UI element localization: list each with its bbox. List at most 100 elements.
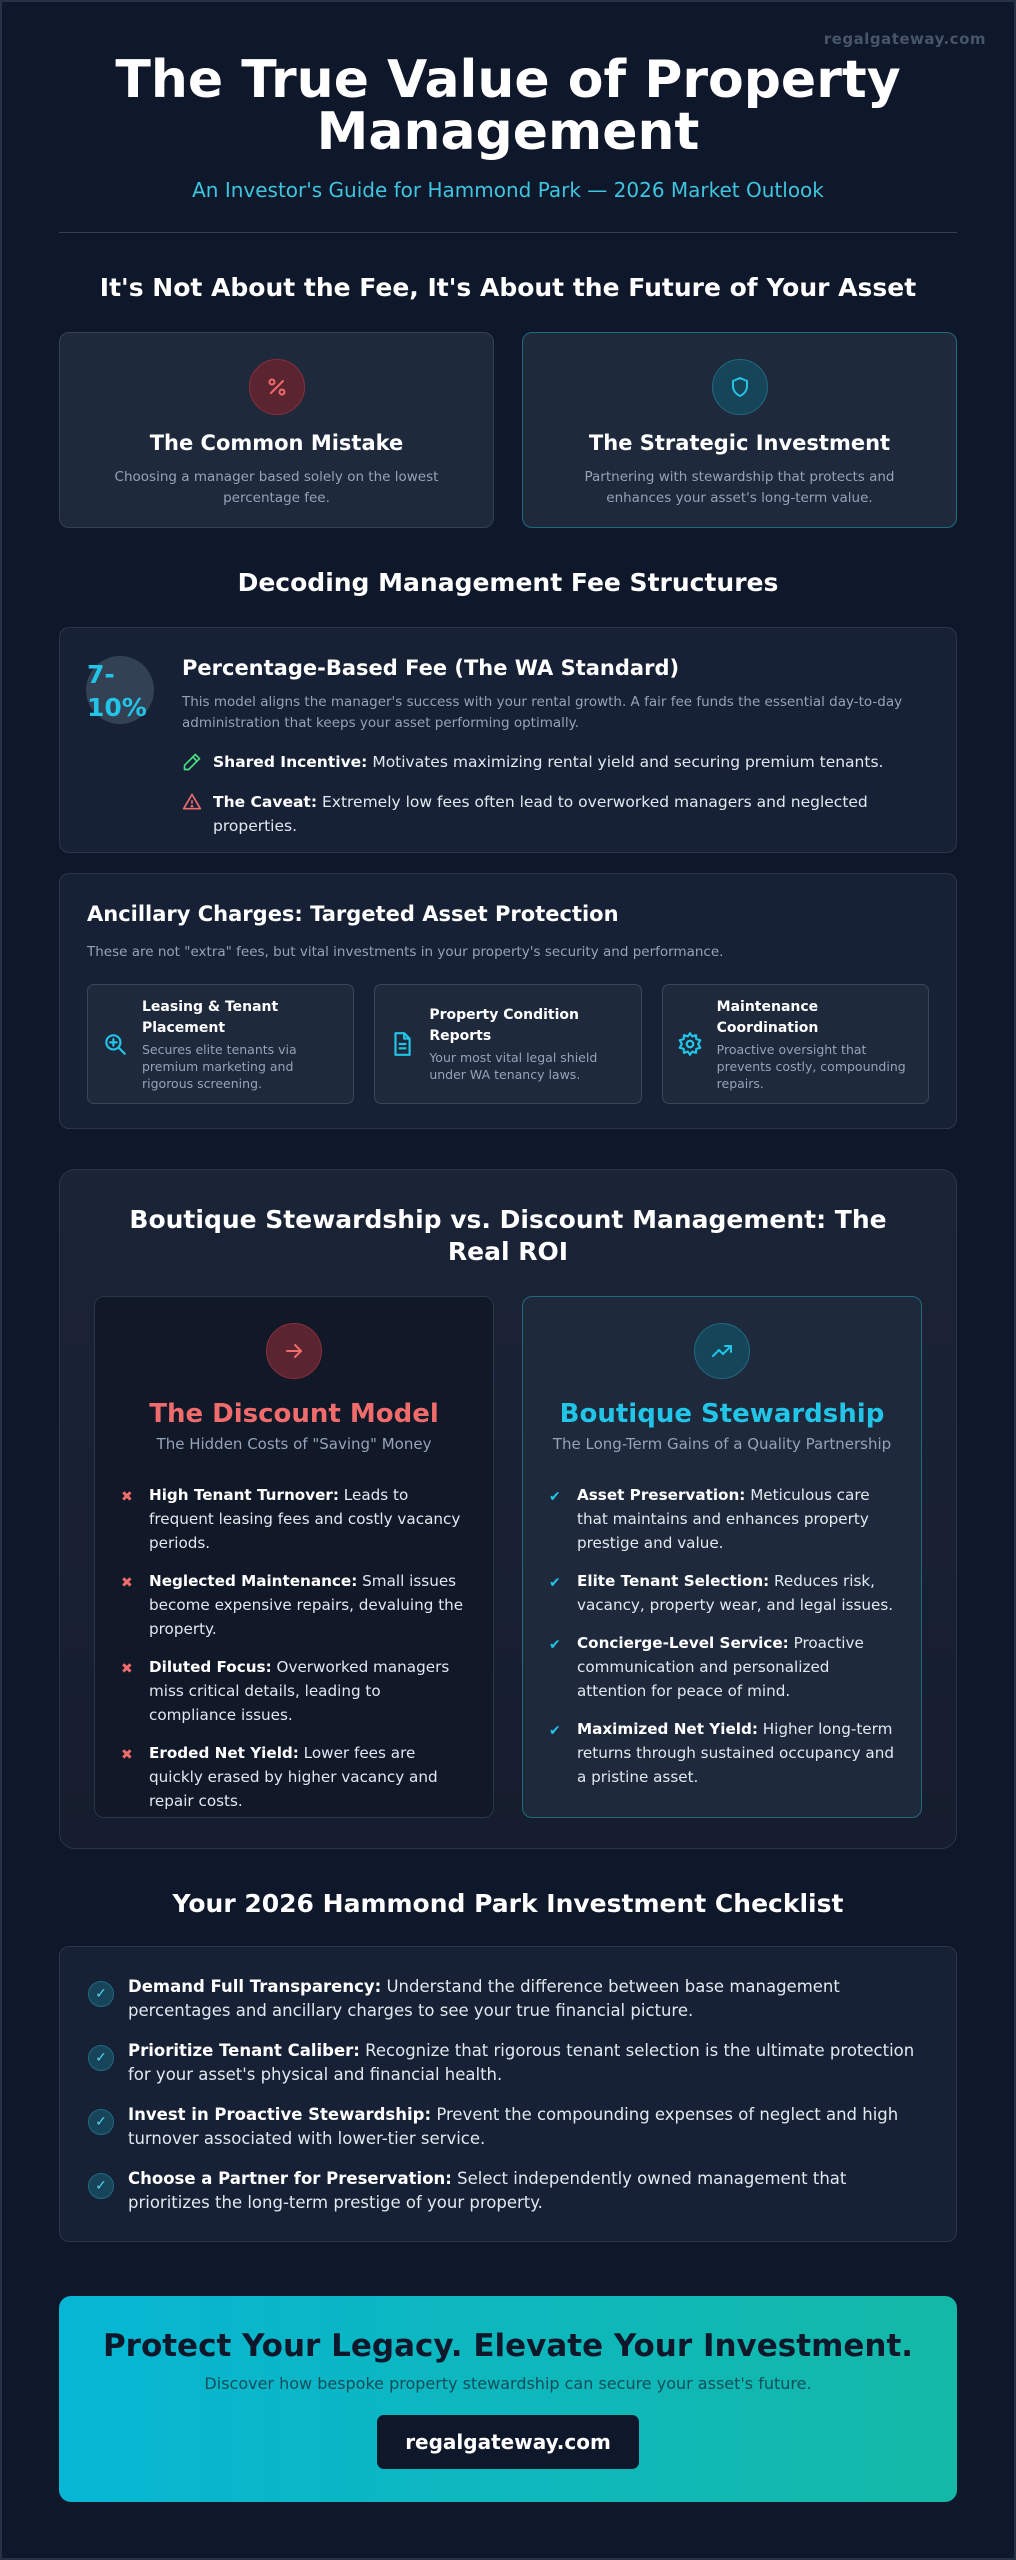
percentage-fee-panel: 7-10% Percentage-Based Fee (The WA Stand… [59, 627, 957, 853]
ancillary-item-maintenance: Maintenance Coordination Proactive overs… [661, 984, 929, 1104]
section-title-checklist: Your 2026 Hammond Park Investment Checkl… [172, 1889, 844, 1918]
cross-icon: ✖ [121, 1661, 133, 1677]
ancillary-text: Your most vital legal shield under WA te… [429, 1050, 598, 1082]
website-button[interactable]: regalgateway.com [377, 2415, 639, 2469]
item-text: Select independently owned management th… [128, 2169, 847, 2212]
card-description: Choosing a manager based solely on the l… [114, 469, 439, 506]
item-label: Demand Full Transparency: [128, 1977, 382, 1996]
percent-icon [248, 359, 305, 415]
discount-title: The Discount Model [149, 1399, 439, 1429]
ancillary-description: These are not "extra" fees, but vital in… [87, 944, 724, 960]
investment-checklist: ✓Demand Full Transparency: Understand th… [59, 1946, 957, 2242]
discount-model-column: The Discount Model The Hidden Costs of "… [94, 1296, 494, 1818]
cross-icon: ✖ [121, 1489, 133, 1505]
item-label: High Tenant Turnover: [149, 1486, 339, 1504]
section-title-fee-structures: Decoding Management Fee Structures [237, 568, 779, 597]
item-label: Invest in Proactive Stewardship: [128, 2105, 432, 2124]
cross-icon: ✖ [121, 1747, 133, 1763]
strategic-investment-card: The Strategic Investment Partnering with… [522, 332, 957, 528]
list-item: ✖ Eroded Net Yield: Lower fees are quickl… [121, 1741, 467, 1813]
item-text: Lower fees are quickly erased by higher … [149, 1744, 438, 1810]
shield-icon [711, 359, 768, 415]
check-icon: ✔ [549, 1575, 561, 1591]
item-label: Choose a Partner for Preservation: [128, 2169, 452, 2188]
header: The True Value of Property Management An… [2, 2, 1014, 202]
list-item: ✖Diluted Focus: Overworked managers miss… [121, 1655, 467, 1727]
arrow-right-icon [266, 1323, 322, 1379]
ancillary-item-condition-reports: Property Condition Reports Your most vit… [374, 984, 642, 1104]
list-item: ✖ High Tenant Turnover: Leads to frequent… [121, 1483, 467, 1555]
item-label: Concierge-Level Service: [577, 1634, 789, 1652]
point-text: Motivates maximizing rental yield and se… [367, 753, 884, 771]
check-icon: ✔ [549, 1723, 561, 1739]
item-text: Meticulous care that maintains and enhan… [577, 1486, 870, 1552]
item-label: Neglected Maintenance: [149, 1572, 358, 1590]
fee-badge-circle [86, 656, 154, 724]
item-label: Eroded Net Yield: [149, 1744, 299, 1762]
fee-point-caveat: The Caveat: Extremely low fees often lea… [182, 790, 926, 838]
item-label: Maximized Net Yield: [577, 1720, 758, 1738]
cross-icon: ✖ [121, 1575, 133, 1591]
item-text: Proactive communication and personalized… [577, 1634, 864, 1700]
check-icon: ✓ [88, 2109, 114, 2135]
list-item: ✖ Neglected Maintenance: Small issues bec… [121, 1569, 467, 1641]
item-text: Higher long-term returns through sustain… [577, 1720, 894, 1786]
check-icon: ✓ [88, 1981, 114, 2007]
section-title-fee-vs-future: It's Not About the Fee, It's About the F… [99, 273, 917, 302]
roi-columns: The Discount Model The Hidden Costs of "… [94, 1296, 922, 1818]
item-text: Small issues become expensive repairs, d… [149, 1572, 464, 1638]
list-item: ✔ Asset Preservation: Meticulous care tha… [549, 1483, 895, 1555]
common-mistake-card: The Common Mistake Choosing a manager ba… [59, 332, 494, 528]
header-divider [59, 232, 957, 233]
item-text: Reduces risk, vacancy, property wear, an… [577, 1572, 894, 1614]
list-item: ✔Concierge-Level Service: Proactive comm… [549, 1631, 895, 1703]
cta-title: Protect Your Legacy. Elevate Your Invest… [102, 2328, 914, 2364]
point-text: Extremely low fees often lead to overwor… [213, 793, 868, 835]
boutique-subtitle: The Long-Term Gains of a Quality Partner… [552, 1435, 892, 1453]
item-label: Asset Preservation: [577, 1486, 746, 1504]
item-text: Recognize that rigorous tenant selection… [128, 2041, 915, 2084]
ancillary-charges-panel: Ancillary Charges: Targeted Asset Protec… [59, 873, 957, 1129]
trend-up-icon [694, 1323, 750, 1379]
checklist-item: ✓ Prioritize Tenant Caliber: Recognize th… [88, 2039, 928, 2087]
mistake-vs-investment: The Common Mistake Choosing a manager ba… [59, 332, 957, 528]
boutique-stewardship-column: Boutique Stewardship The Long-Term Gains… [522, 1296, 922, 1818]
check-icon: ✓ [88, 2173, 114, 2199]
item-label: Elite Tenant Selection: [577, 1572, 770, 1590]
list-item: ✔ Maximized Net Yield: Higher long-term r… [549, 1717, 895, 1789]
discount-list: ✖ High Tenant Turnover: Leads to frequent… [121, 1483, 467, 1813]
item-text: Leads to frequent leasing fees and costl… [149, 1486, 461, 1552]
ancillary-item-leasing: Leasing & Tenant Placement Secures elite… [87, 984, 355, 1104]
ancillary-name: Maintenance Coordination [716, 998, 819, 1036]
page-subtitle: An Investor's Guide for Hammond Park — 2… [192, 178, 824, 202]
discount-subtitle: The Hidden Costs of "Saving" Money [156, 1435, 432, 1453]
boutique-title: Boutique Stewardship [559, 1399, 885, 1429]
fee-body: Percentage-Based Fee (The WA Standard) T… [182, 656, 926, 838]
point-label: The Caveat: [213, 793, 318, 811]
watermark: regalgateway.com [823, 30, 986, 48]
check-icon: ✓ [88, 2045, 114, 2071]
cog-icon [677, 1031, 703, 1057]
pencil-icon [182, 752, 202, 772]
checklist-item: ✓Invest in Proactive Stewardship: Preven… [88, 2103, 928, 2151]
card-description: Partnering with stewardship that protect… [584, 469, 895, 506]
search-plus-icon [102, 1031, 128, 1057]
ancillary-text: Proactive oversight that prevents costly… [716, 1041, 906, 1091]
warning-icon [182, 792, 202, 812]
fee-description: This model aligns the manager's success … [182, 694, 903, 731]
fee-title: Percentage-Based Fee (The WA Standard) [182, 656, 680, 680]
ancillary-items: Leasing & Tenant Placement Secures elite… [87, 984, 929, 1104]
ancillary-name: Leasing & Tenant Placement [142, 998, 279, 1036]
card-title: The Strategic Investment [588, 431, 891, 455]
check-icon: ✔ [549, 1489, 561, 1505]
page-title: The True Value of Property Management [115, 50, 901, 162]
item-label: Diluted Focus: [149, 1658, 272, 1676]
list-item: ✔ Elite Tenant Selection: Reduces risk, v… [549, 1569, 895, 1617]
point-label: Shared Incentive: [213, 753, 368, 771]
ancillary-name: Property Condition Reports [429, 1007, 579, 1044]
item-label: Prioritize Tenant Caliber: [128, 2041, 360, 2060]
call-to-action: Protect Your Legacy. Elevate Your Invest… [59, 2296, 957, 2502]
card-title: The Common Mistake [149, 431, 404, 455]
fee-badge: 7-10% [87, 660, 147, 722]
